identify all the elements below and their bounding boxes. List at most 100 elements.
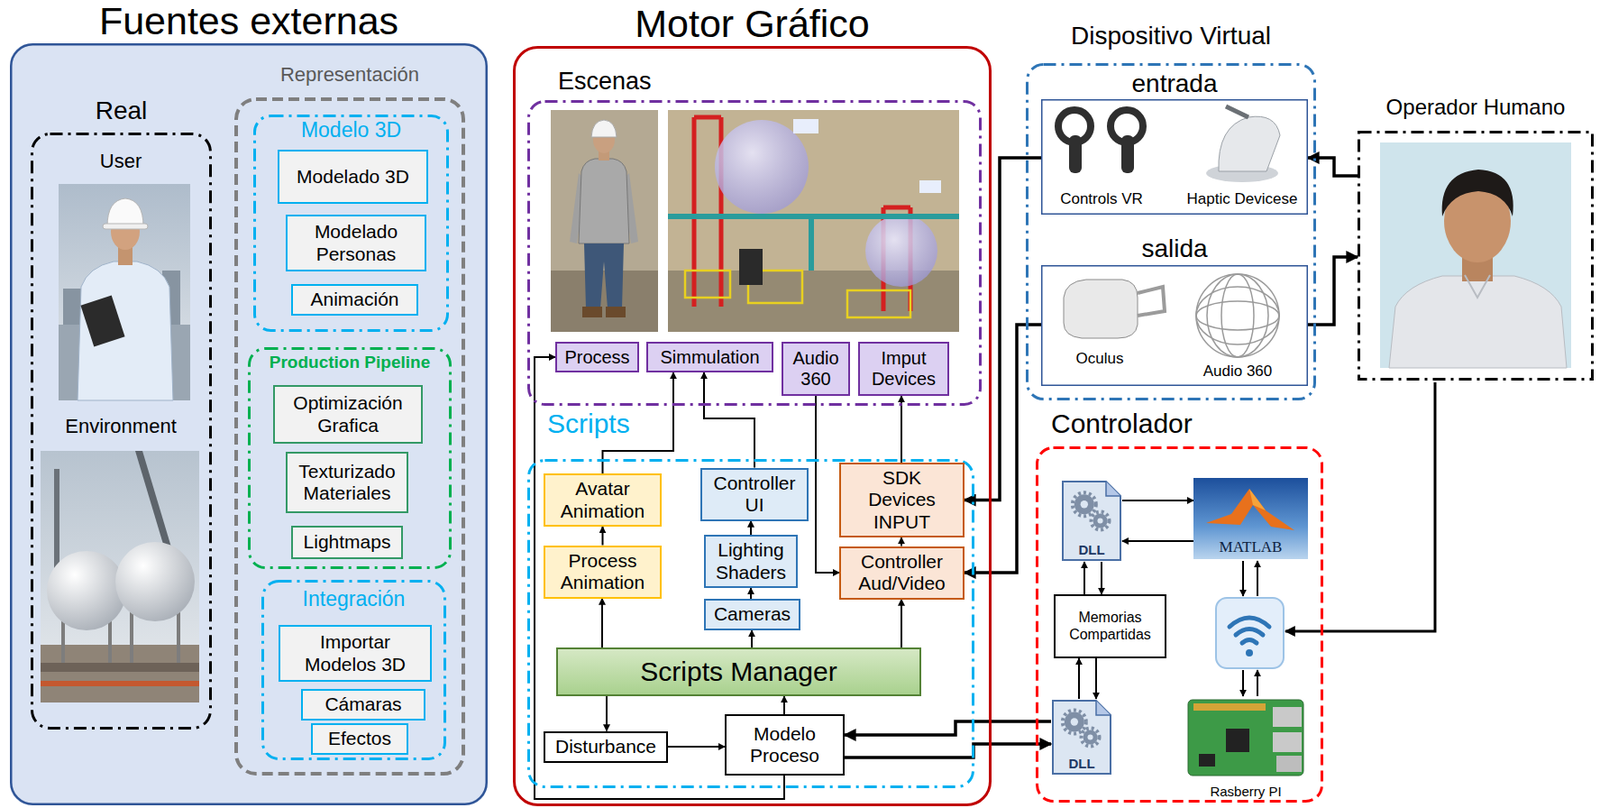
group-heading: Integración <box>302 586 406 611</box>
connector <box>964 324 1042 573</box>
vr-headset <box>1063 279 1165 339</box>
connector <box>1078 658 1080 699</box>
group-heading: entrada <box>1132 69 1218 99</box>
connector <box>602 526 604 546</box>
wifi-icon <box>1216 597 1284 668</box>
group-heading: Modelo 3D <box>301 118 402 142</box>
process-box: Process Animation <box>543 545 662 599</box>
connector <box>749 521 752 536</box>
process-box: Optimización Grafica <box>273 384 423 444</box>
device-caption: Haptic Devicese <box>1187 190 1299 209</box>
group-heading: DLL <box>1068 755 1095 771</box>
process-box: Lightmaps <box>291 525 403 559</box>
device-caption: Controls VR <box>1060 190 1143 209</box>
connector <box>844 721 1052 735</box>
panel-fill <box>9 43 488 805</box>
group-heading: salida <box>1141 234 1207 264</box>
process-box: Cámaras <box>301 688 426 721</box>
box-label: Controller UI <box>707 472 802 516</box>
box-label: Disturbance <box>555 735 657 758</box>
connector <box>601 598 604 649</box>
avatar-scene <box>550 109 659 332</box>
group-frame: RepresentaciónModelo 3DModelado 3DModela… <box>234 97 466 776</box>
frame-outline <box>1357 130 1594 381</box>
box-label: Modelado Personas <box>292 220 420 265</box>
box-label: Audio 360 <box>788 347 843 390</box>
box-label: Lightmaps <box>303 530 392 553</box>
connector <box>900 395 903 463</box>
environment-photo <box>40 450 200 703</box>
process-box: Texturizado Materiales <box>285 451 409 513</box>
group-heading: Escenas <box>557 67 652 96</box>
raspberry-board: Rasberry PI <box>1183 694 1308 801</box>
connector <box>1083 561 1086 595</box>
memory-box: Memorias Compartidas <box>1053 594 1167 659</box>
raspberry-board <box>1188 699 1304 776</box>
process-box: Lighting Shaders <box>704 534 798 588</box>
box-label: Process <box>564 347 630 368</box>
matlab-logo: MATLAB <box>1193 477 1308 559</box>
box-label: Modelo Proceso <box>731 722 838 767</box>
connector <box>1095 658 1098 699</box>
frame-outline <box>1025 63 1317 401</box>
group-heading: Motor Gráfico <box>634 4 869 44</box>
connector <box>704 372 755 468</box>
box-label: Avatar Animation <box>550 477 655 522</box>
box-label: Cámaras <box>324 693 402 715</box>
group-heading: Production Pipeline <box>269 352 430 373</box>
box-label: Imput Devices <box>865 347 942 390</box>
box-label: Simmulation <box>659 347 759 368</box>
connector <box>900 537 903 547</box>
device-box: entradaControls VRHaptic Devicese <box>1041 99 1308 215</box>
box-label: SDK Devices INPUT <box>846 466 958 532</box>
photo-label: Environment <box>64 414 177 438</box>
process-box: Simmulation <box>646 341 774 373</box>
process-box: Efectos <box>310 722 409 755</box>
box-label: Optimización Grafica <box>280 392 416 436</box>
connector <box>1100 561 1103 595</box>
device-box: salidaOculusAudio 360 <box>1041 265 1308 386</box>
box-label: Scripts Manager <box>640 656 837 688</box>
process-box: Audio 360 <box>781 341 851 396</box>
connector <box>667 745 725 748</box>
process-box: Controller UI <box>700 467 809 522</box>
group-frame: ScriptsAvatar AnimationProcess Animation… <box>527 458 975 788</box>
process-box: Animación <box>291 283 419 316</box>
box-label: Efectos <box>328 727 392 750</box>
operator-photo <box>1380 142 1572 368</box>
group-heading: Representación <box>280 63 420 86</box>
box-label: Process Animation <box>550 549 655 594</box>
process-box: Modelo Proceso <box>724 713 845 776</box>
box-label: Modelado 3D <box>296 165 410 188</box>
connector <box>900 599 903 649</box>
group-panel: Motor GráficoEscenasProcessSimmulationAu… <box>512 45 992 806</box>
process-box: Avatar Animation <box>543 473 662 527</box>
group-frame: IntegraciónImportar Modelos 3D CámarasEfe… <box>261 579 447 760</box>
group-heading: Rasberry PI <box>1209 783 1281 799</box>
connector <box>1122 539 1194 542</box>
process-box: SDK Devices INPUT <box>839 462 965 538</box>
process-box: Cameras <box>704 598 801 631</box>
process-box: Modelado Personas <box>285 214 427 272</box>
process-box: Imput Devices <box>858 341 950 396</box>
process-box: Modelado 3D <box>277 149 429 204</box>
vr-controllers <box>1058 109 1143 174</box>
group-frame: Operador Humano <box>1357 130 1594 381</box>
group-heading: Dispositivo Virtual <box>1070 21 1271 51</box>
connector <box>815 395 840 573</box>
box-label: Animación <box>310 288 399 311</box>
group-frame: Modelo 3D Modelado 3D Modelado PersonasAni… <box>253 114 449 332</box>
connector <box>750 630 753 648</box>
group-heading: Operador Humano <box>1386 94 1566 120</box>
device-caption: Oculus <box>1076 349 1125 368</box>
group-heading: MATLAB <box>1219 538 1283 557</box>
connector <box>749 587 752 599</box>
process-box: Importar Modelos 3D <box>278 624 432 682</box>
process-box: Controller Aud/Video <box>839 546 965 600</box>
process-box: Process <box>555 341 640 373</box>
process-box: Disturbance <box>543 731 668 763</box>
box-label: Importar Modelos 3D <box>285 630 425 675</box>
box-label: Memorias Compartidas <box>1060 609 1160 643</box>
box-label: Cameras <box>713 603 791 625</box>
user-photo <box>58 183 191 401</box>
